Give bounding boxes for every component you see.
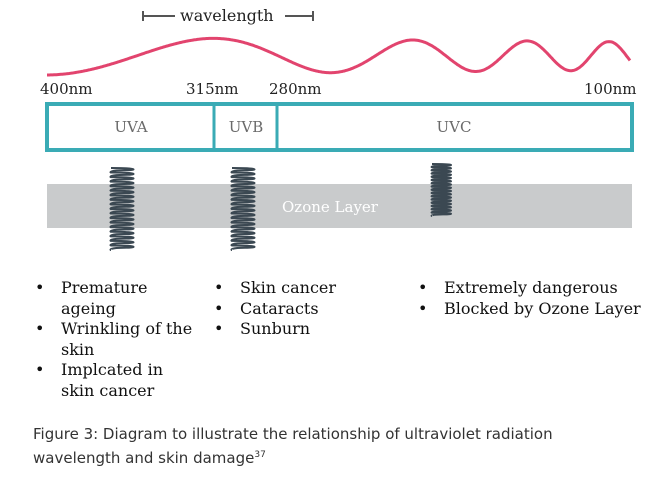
uvb-effects-list: Skin cancer Cataracts Sunburn (212, 278, 382, 340)
scale-280nm: 280nm (269, 80, 322, 98)
scale-100nm: 100nm (584, 80, 637, 98)
uvc-effects-list: Extremely dangerous Blocked by Ozone Lay… (416, 278, 666, 319)
band-uvb: UVB (228, 118, 264, 136)
scale-400nm: 400nm (40, 80, 93, 98)
wavelength-label: wavelength (180, 6, 274, 25)
uvb-radiation-coil (230, 167, 256, 251)
caption-reference: 37 (254, 450, 266, 460)
list-item: Wrinkling of the skin (33, 319, 193, 360)
list-item: Blocked by Ozone Layer (416, 299, 666, 320)
uv-band-box (45, 102, 634, 152)
band-uva: UVA (114, 118, 148, 136)
list-item: Sunburn (212, 319, 382, 340)
list-item: Extremely dangerous (416, 278, 666, 299)
ozone-layer (47, 184, 632, 228)
list-item: Premature ageing (33, 278, 193, 319)
list-item: Cataracts (212, 299, 382, 320)
band-uvc: UVC (436, 118, 472, 136)
uvc-radiation-coil (430, 163, 452, 217)
ozone-layer-label: Ozone Layer (282, 198, 378, 216)
list-item: Skin cancer (212, 278, 382, 299)
uva-radiation-coil (109, 167, 135, 251)
wavelength-wave (47, 36, 632, 77)
uva-effects-list: Premature ageing Wrinkling of the skin I… (33, 278, 193, 401)
list-item: Implcated in skin cancer (33, 360, 193, 401)
figure-caption: Figure 3: Diagram to illustrate the rela… (33, 424, 633, 469)
wavelength-arrow (142, 11, 314, 21)
scale-315nm: 315nm (186, 80, 239, 98)
caption-text: Figure 3: Diagram to illustrate the rela… (33, 425, 553, 467)
